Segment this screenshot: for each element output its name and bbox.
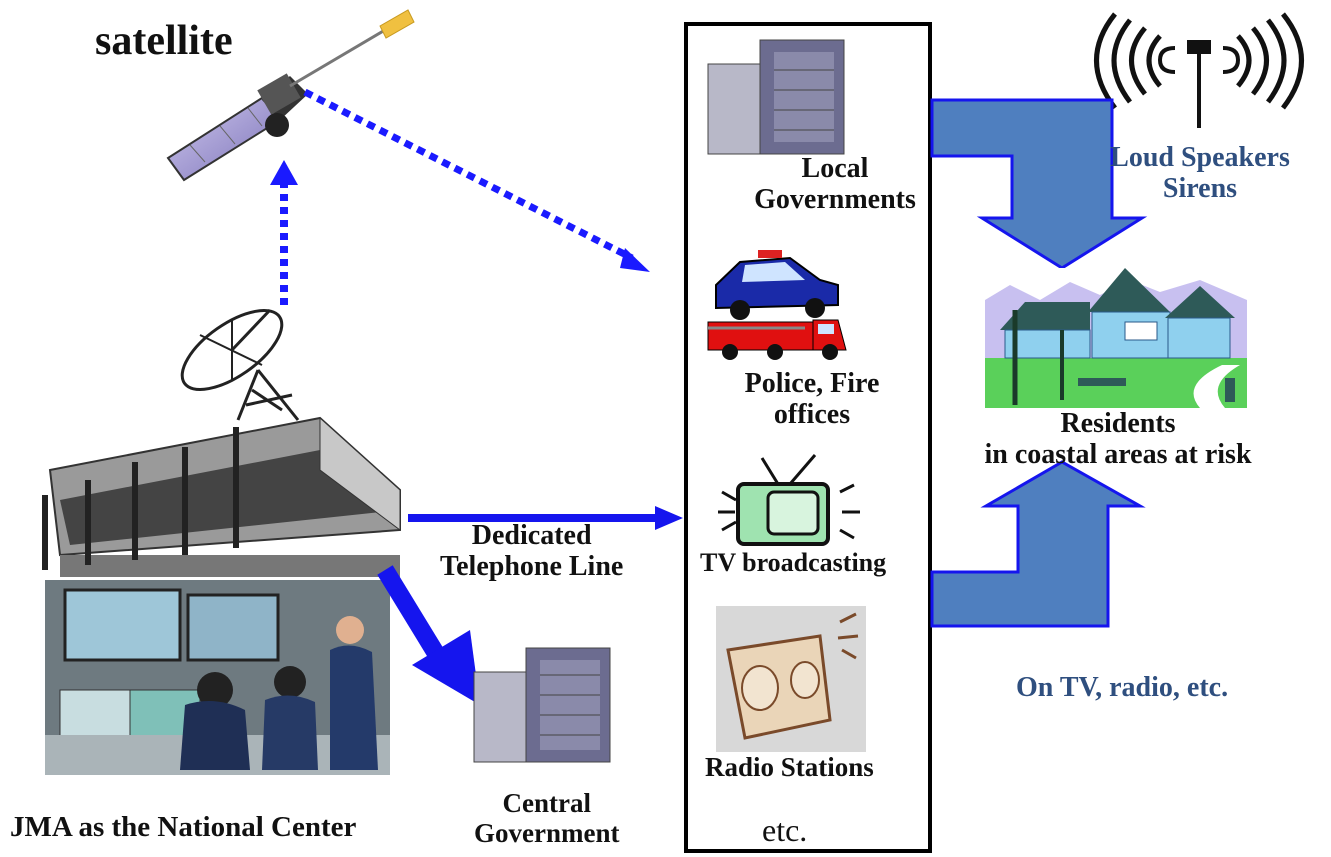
- radio-icon: [716, 606, 866, 752]
- arrow-to-central-gov: [377, 565, 448, 665]
- loud-speakers-label-1: Loud Speakers: [1110, 142, 1290, 173]
- etc-label: etc.: [762, 812, 808, 848]
- houses-icon: [985, 268, 1247, 408]
- local-gov-label-2: Governments: [754, 184, 916, 216]
- local-gov-building-icon: [707, 39, 845, 155]
- jma-label: JMA as the National Center: [10, 811, 357, 843]
- police-fire-label: Police, Fire offices: [712, 368, 912, 431]
- dish-antenna-icon: [180, 308, 300, 421]
- police-car-icon: [715, 250, 839, 320]
- residents-label-1: Residents: [1060, 408, 1176, 439]
- loud-speakers-label-2: Sirens: [1162, 173, 1238, 205]
- central-gov-label-2: Government: [474, 818, 620, 849]
- dotted-arrow-diagonal: [303, 88, 634, 262]
- central-gov-building-icon: [473, 647, 611, 763]
- residents-label-2: in coastal areas at risk: [984, 439, 1252, 471]
- satellite-label: satellite: [95, 18, 233, 64]
- tv-label: TV broadcasting: [700, 548, 887, 577]
- local-gov-label-1: Local: [801, 153, 869, 184]
- fire-truck-icon: [707, 319, 847, 360]
- central-gov-label: Central Government: [474, 788, 619, 848]
- satellite-icon: [166, 9, 415, 182]
- dedicated-line-label-2: Telephone Line: [440, 551, 624, 583]
- loud-speakers-label: Loud Speakers Sirens: [1100, 142, 1300, 205]
- dedicated-line-label: Dedicated Telephone Line: [440, 520, 623, 583]
- agencies-box: [684, 22, 932, 853]
- big-arrow-bottom: [930, 460, 1146, 628]
- dedicated-line-label-1: Dedicated: [471, 520, 592, 551]
- central-gov-label-1: Central: [502, 788, 591, 818]
- police-fire-label-1: Police, Fire: [744, 368, 880, 399]
- tv-icon: [718, 454, 860, 546]
- on-tv-label: On TV, radio, etc.: [1016, 672, 1229, 703]
- residents-label: Residents in coastal areas at risk: [958, 408, 1278, 471]
- loudspeaker-icon: [1094, 12, 1304, 128]
- local-gov-label: Local Governments: [735, 153, 935, 216]
- big-arrow-top: [930, 98, 1148, 270]
- police-fire-label-2: offices: [773, 399, 851, 431]
- radio-label: Radio Stations: [705, 752, 874, 782]
- jma-building-icon: [42, 416, 401, 577]
- control-room-photo: [45, 580, 390, 775]
